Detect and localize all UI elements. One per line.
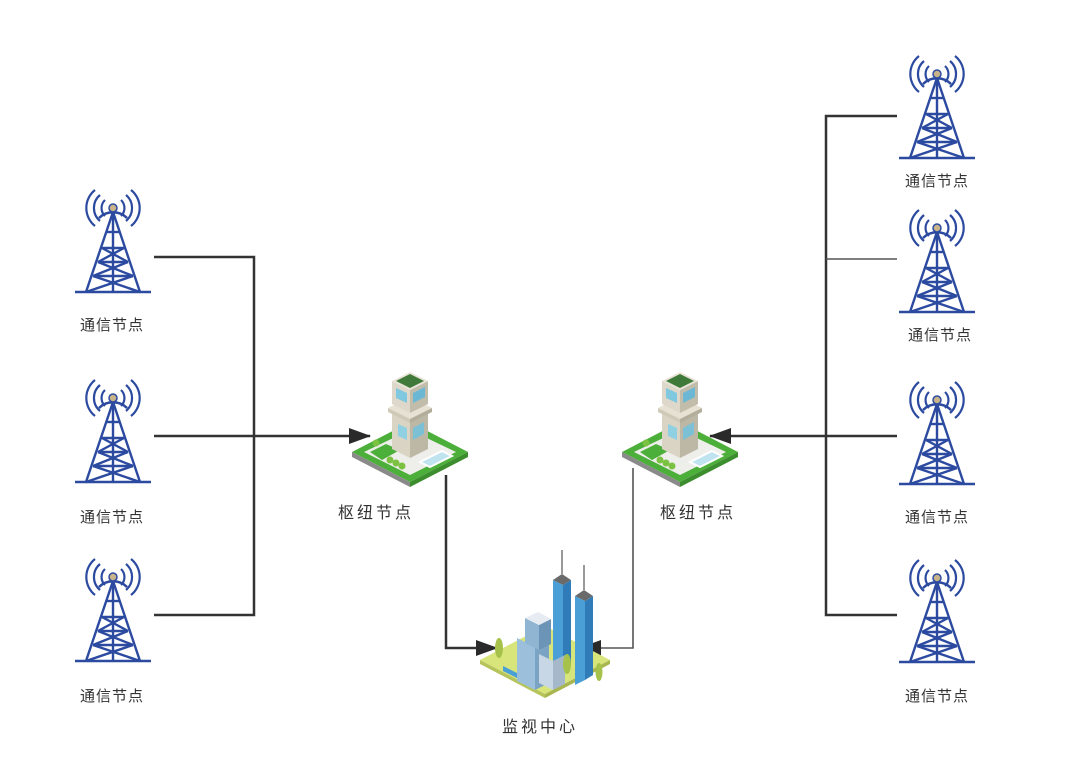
radio-tower-icon <box>73 188 153 294</box>
radio-tower-icon <box>897 54 977 160</box>
tower-label-L3: 通信节点 <box>79 687 144 705</box>
center-label: 监视中心 <box>501 717 578 736</box>
tower-label-R3: 通信节点 <box>904 508 969 526</box>
hub-building-icon <box>351 371 469 488</box>
radio-tower-icon <box>73 557 153 663</box>
radio-tower-icon <box>73 378 153 484</box>
tower-label-R2: 通信节点 <box>907 326 972 344</box>
hub-label-left: 枢纽节点 <box>337 503 414 522</box>
hub-label-right: 枢纽节点 <box>659 503 736 522</box>
right-bus-line <box>824 114 897 617</box>
tower-label-R1: 通信节点 <box>904 172 969 190</box>
nodes-layer <box>73 54 977 699</box>
hub-left-to-center-arrow <box>444 475 498 656</box>
connection-lines <box>154 114 897 656</box>
radio-tower-icon <box>897 558 977 664</box>
radio-tower-icon <box>897 208 977 314</box>
tower-label-L1: 通信节点 <box>79 316 144 334</box>
hub-right-to-center-arrow <box>579 468 634 656</box>
tower-label-L2: 通信节点 <box>79 508 144 526</box>
hub-building-icon <box>621 371 739 488</box>
radio-tower-icon <box>897 380 977 486</box>
monitoring-center-icon <box>479 549 611 699</box>
tower-label-R4: 通信节点 <box>904 687 969 705</box>
